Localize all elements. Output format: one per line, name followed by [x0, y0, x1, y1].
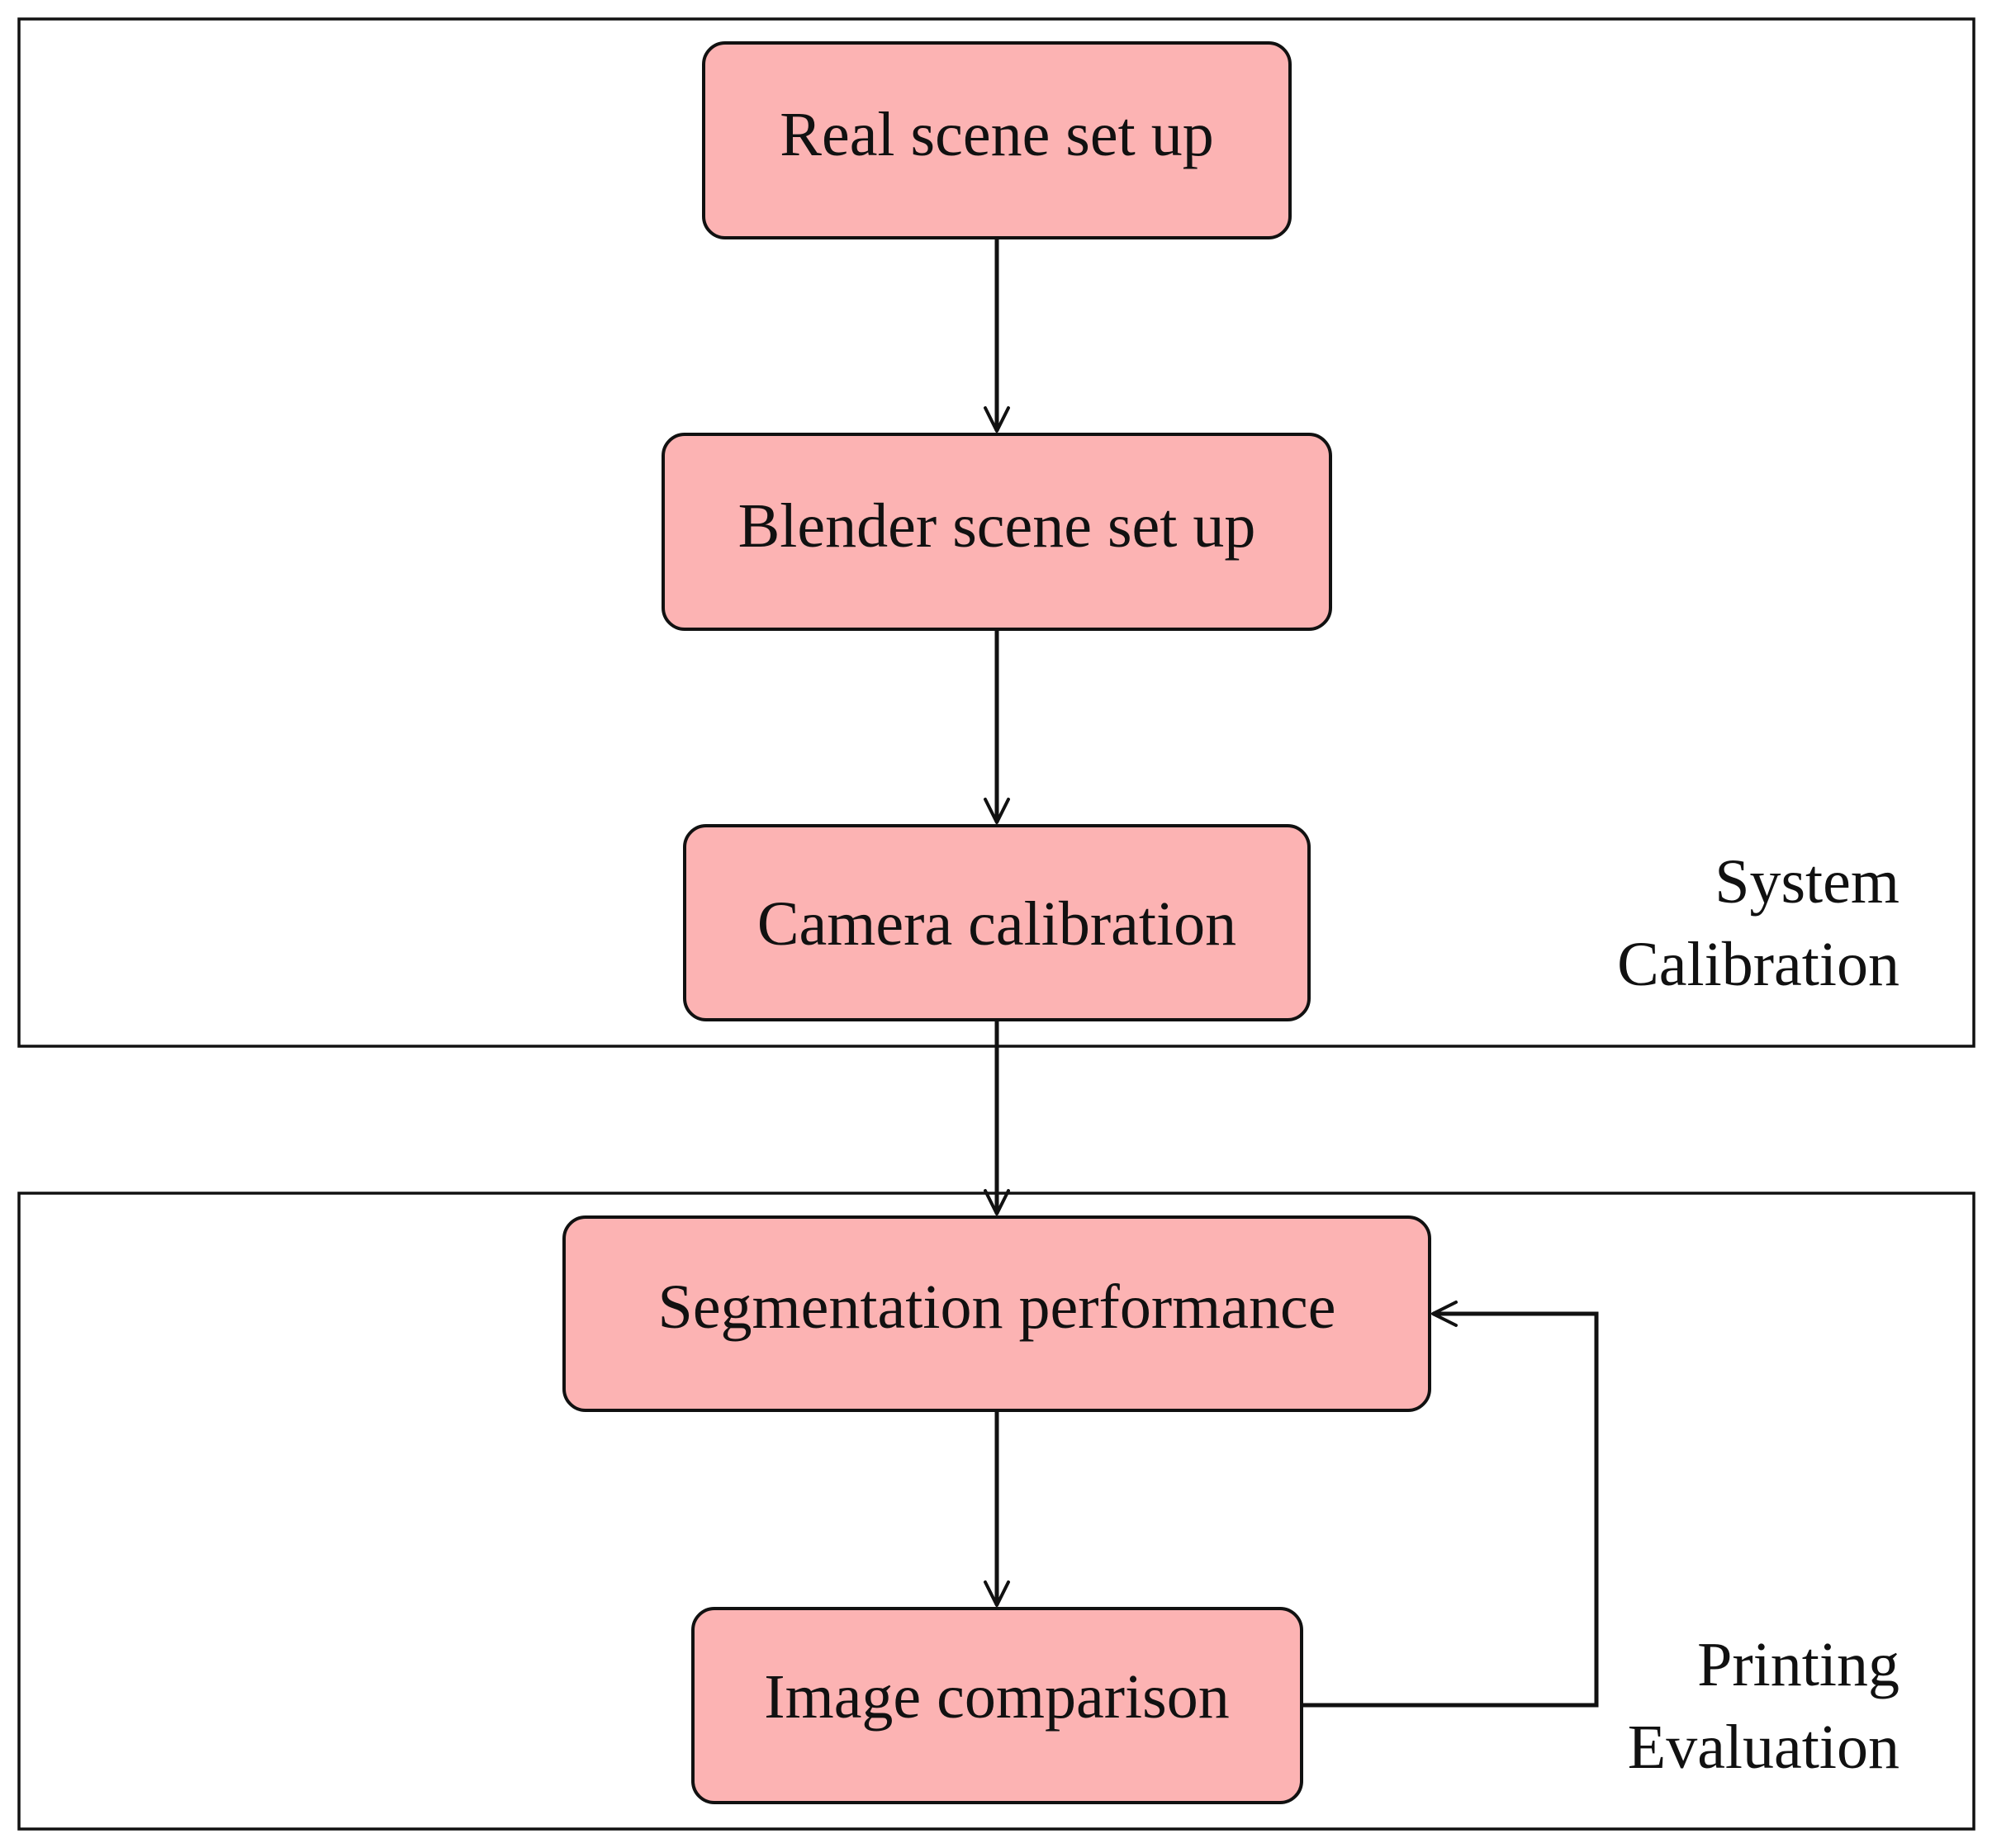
node-image-comparison: Image comparison [691, 1607, 1303, 1804]
arrowhead-feedback-to-segmentation [1431, 1301, 1458, 1327]
arrowhead-segmentation-to-image [984, 1580, 1010, 1607]
node-box-blender-scene [662, 433, 1332, 631]
node-label-segmentation: Segmentation performance [658, 1272, 1336, 1342]
edges [984, 239, 1599, 1708]
node-label-image-comparison: Image comparison [764, 1662, 1229, 1732]
group-label-system-line1: System [1715, 847, 1900, 917]
arrowhead-blender-to-camera [984, 798, 1010, 824]
node-label-blender-scene: Blender scene set up [738, 491, 1256, 561]
node-segmentation-performance: Segmentation performance [562, 1215, 1431, 1412]
node-box-real-scene [702, 41, 1292, 239]
node-real-scene-set-up: Real scene set up [702, 41, 1292, 239]
group-label-system-line2: Calibration [1617, 930, 1900, 999]
group-label-printing-line1: Printing [1697, 1630, 1900, 1699]
node-box-camera-calibration [683, 824, 1311, 1021]
arrowhead-camera-to-segmentation [984, 1189, 1010, 1215]
node-label-real-scene: Real scene set up [780, 100, 1213, 169]
group-label-printing-line2: Evaluation [1628, 1713, 1900, 1782]
node-camera-calibration: Camera calibration [683, 824, 1311, 1021]
arrowhead-real-to-blender [984, 406, 1010, 433]
node-box-segmentation [562, 1215, 1431, 1412]
node-box-image-comparison [691, 1607, 1303, 1804]
node-label-camera-calibration: Camera calibration [757, 889, 1236, 959]
edge-image-feedback-to-segmentation [1303, 1311, 1599, 1708]
node-blender-scene-set-up: Blender scene set up [662, 433, 1332, 631]
